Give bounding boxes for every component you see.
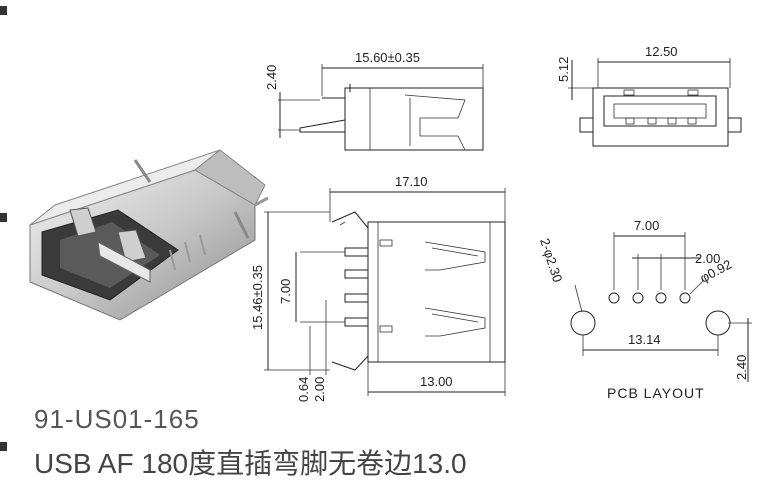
dim-top-length: 17.10 [395, 174, 428, 189]
dim-pcb-mount-span: 13.14 [628, 332, 661, 347]
edge-mark [0, 213, 7, 222]
pcb-mount-hole [570, 310, 596, 336]
dim-pin-offset-b: 2.00 [312, 377, 327, 402]
pcb-layout-label: PCB LAYOUT [607, 385, 705, 401]
product-description: USB AF 180度直插弯脚无卷边13.0 [34, 448, 467, 479]
dim-pcb-pin-span: 7.00 [634, 218, 659, 233]
dim-front-width: 12.50 [645, 44, 678, 59]
pcb-layout [570, 232, 752, 382]
side-view [278, 64, 484, 151]
front-view [568, 58, 742, 147]
dim-pcb-mount-hole: 2-φ2.30 [537, 236, 565, 284]
dim-body-length: 13.00 [420, 374, 453, 389]
edge-mark [0, 442, 7, 451]
dim-pcb-pin-pitch: 2.00 [695, 251, 720, 266]
dim-top-width: 15.46±0.35 [250, 265, 265, 330]
dim-front-height: 5.12 [556, 57, 571, 82]
dim-side-height: 2.40 [264, 65, 279, 90]
pcb-pin-hole [655, 292, 667, 304]
product-photo [29, 149, 269, 321]
dim-pin-offset-a: 0.64 [296, 377, 311, 402]
dim-side-length: 15.60±0.35 [355, 50, 420, 65]
dim-pcb-mount-offset: 2.40 [734, 355, 749, 380]
part-number: 91-US01-165 [34, 404, 200, 434]
pcb-pin-hole [632, 292, 644, 304]
pcb-mount-hole [705, 310, 731, 336]
edge-mark [0, 6, 7, 15]
pcb-pin-hole [679, 292, 691, 304]
dim-pin-span: 7.00 [278, 279, 293, 304]
pcb-pin-hole [608, 292, 620, 304]
top-view [264, 188, 506, 396]
